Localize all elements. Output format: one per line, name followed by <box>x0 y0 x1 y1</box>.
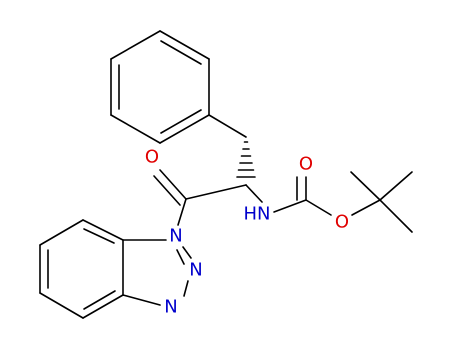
hashed-wedge-bond <box>236 141 256 178</box>
benzotriazole-ring <box>39 219 192 319</box>
bond <box>350 171 381 201</box>
nitrogen-atom-2: N <box>189 260 202 281</box>
bond-double-inner <box>182 246 192 259</box>
bond-double-inner <box>160 40 202 65</box>
bond <box>183 280 189 297</box>
nitrogen-atom-nh: HN <box>244 204 271 225</box>
bond <box>379 199 413 233</box>
bond <box>176 249 185 265</box>
bond <box>159 30 210 60</box>
oxygen-atom-ester: O <box>335 212 349 233</box>
bond <box>39 219 84 246</box>
bond <box>39 292 84 319</box>
bond <box>122 294 161 306</box>
nitrogen-atom-1: N <box>169 226 182 247</box>
bond <box>159 114 210 144</box>
bond-double-inner <box>83 290 116 310</box>
bond <box>351 199 381 216</box>
bond <box>305 199 332 216</box>
phenyl-ring <box>110 30 210 144</box>
bond <box>185 184 247 200</box>
oxygen-atom-carbonyl: O <box>145 147 159 168</box>
bond <box>177 198 187 226</box>
bond <box>110 114 161 144</box>
bond-double-inner <box>153 175 181 206</box>
bond <box>82 294 124 319</box>
bond <box>208 114 247 138</box>
bond-double-inner <box>160 109 202 134</box>
oxygen-atom-carbamate-carbonyl: O <box>299 154 313 175</box>
bond <box>82 219 124 241</box>
nitrogen-atom-3: N <box>164 297 177 318</box>
bond <box>273 199 307 213</box>
bond <box>110 30 161 60</box>
bond-double-inner <box>83 228 115 244</box>
bond <box>159 169 187 200</box>
bond <box>245 184 263 203</box>
bond <box>379 171 413 201</box>
